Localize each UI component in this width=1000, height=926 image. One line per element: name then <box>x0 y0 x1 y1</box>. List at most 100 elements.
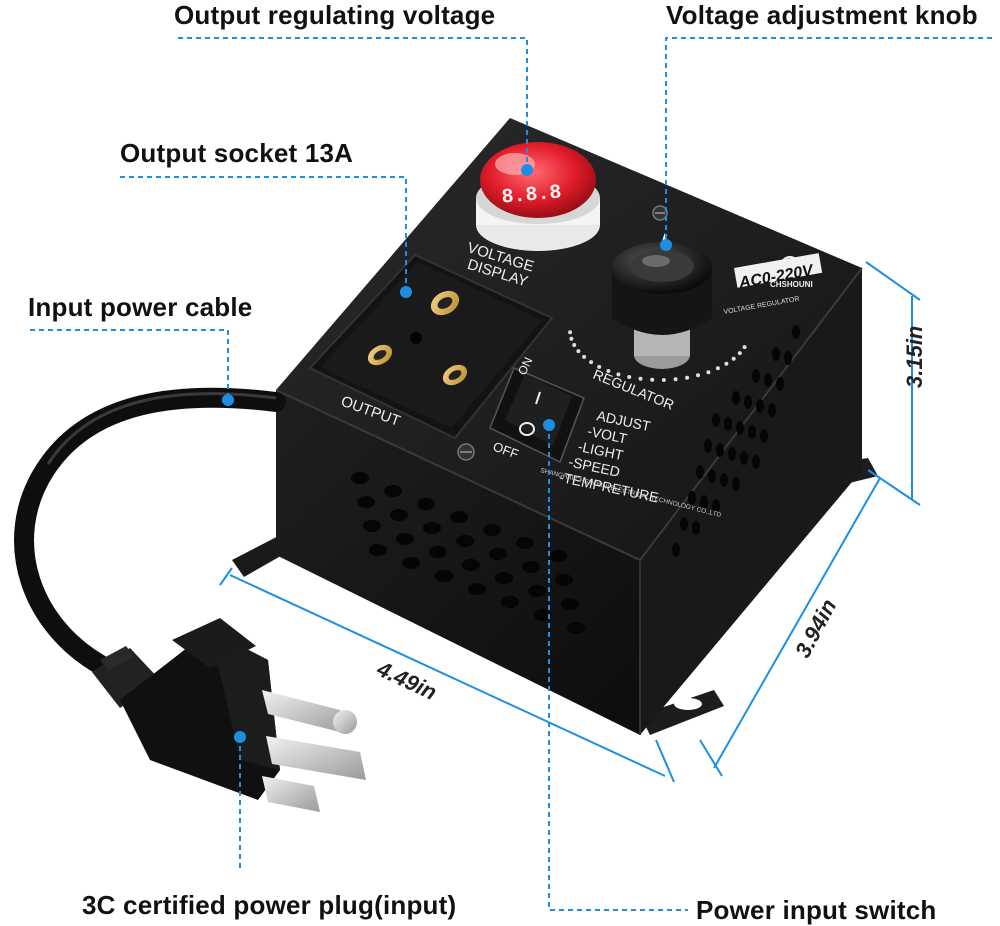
dial-tick <box>724 361 729 366</box>
callout-voltage-knob: Voltage adjustment knob <box>666 0 978 30</box>
vent-hole <box>752 455 760 469</box>
vent-hole <box>756 399 764 413</box>
vent-hole <box>764 373 772 387</box>
vent-hole <box>712 413 720 427</box>
callout-output-socket: Output socket 13A <box>120 138 354 168</box>
vent-hole <box>396 533 414 545</box>
vent-hole <box>704 439 712 453</box>
dial-tick <box>597 364 602 369</box>
vent-holes-front <box>351 472 585 634</box>
vent-hole <box>390 509 408 521</box>
display-reading: 8.8.8 <box>501 181 563 209</box>
vent-hole <box>456 535 474 547</box>
vent-hole <box>462 559 480 571</box>
power-plug <box>92 618 366 812</box>
dial-tick <box>589 360 594 365</box>
callout-power-switch: Power input switch <box>696 895 937 925</box>
vent-hole <box>429 546 447 558</box>
vent-hole <box>700 495 708 509</box>
dial-tick <box>685 375 690 380</box>
callout-leaders <box>30 37 992 911</box>
dimension-height: 3.15in <box>902 325 927 388</box>
vent-hole <box>784 351 792 365</box>
panel-screws <box>457 205 668 461</box>
switch-on-label: ON <box>515 355 535 377</box>
callout-power-plug: 3C certified power plug(input) <box>82 890 457 920</box>
dial-tick <box>568 330 573 335</box>
dial-tick <box>742 345 747 350</box>
vent-hole <box>696 465 704 479</box>
dimension-lines <box>219 261 921 783</box>
vent-hole <box>501 596 519 608</box>
vent-hole <box>384 485 402 497</box>
dial-tick <box>638 376 643 381</box>
vent-hole <box>357 496 375 508</box>
vent-hole <box>732 477 740 491</box>
vent-hole <box>369 544 387 556</box>
vent-hole <box>792 325 800 339</box>
vent-hole <box>688 491 696 505</box>
vent-hole <box>468 583 486 595</box>
callout-input-cable: Input power cable <box>28 292 253 322</box>
vent-hole <box>495 572 513 584</box>
dial-tick <box>737 351 742 356</box>
dial-tick <box>576 349 581 354</box>
vent-hole <box>712 499 720 513</box>
vent-hole <box>736 421 744 435</box>
vent-hole <box>724 417 732 431</box>
vent-hole <box>680 517 688 531</box>
vent-hole <box>772 347 780 361</box>
vent-hole <box>363 520 381 532</box>
callout-dots <box>222 164 672 743</box>
dial-tick <box>572 343 577 347</box>
vent-hole <box>692 521 700 535</box>
vent-holes-right <box>672 325 800 557</box>
power-input-switch[interactable] <box>489 367 585 464</box>
vent-hole <box>549 550 567 562</box>
dial-tick <box>661 378 666 382</box>
vent-hole <box>555 574 573 586</box>
vent-hole <box>748 425 756 439</box>
vent-hole <box>522 561 540 573</box>
dial-tick <box>650 377 655 382</box>
vent-hole <box>776 377 784 391</box>
vent-hole <box>534 609 552 621</box>
dial-tick <box>673 377 678 382</box>
vent-hole <box>716 443 724 457</box>
voltage-display: 8.8.8 <box>476 142 600 251</box>
vent-hole <box>450 511 468 523</box>
vent-hole <box>516 537 534 549</box>
callout-output-voltage: Output regulating voltage <box>174 0 496 30</box>
vent-hole <box>732 391 740 405</box>
vent-hole <box>561 598 579 610</box>
vent-hole <box>489 548 507 560</box>
vent-hole <box>720 473 728 487</box>
vent-hole <box>483 524 501 536</box>
dial-tick <box>715 366 720 371</box>
vent-hole <box>417 498 435 510</box>
voltage-adjustment-knob[interactable] <box>612 233 712 369</box>
output-socket <box>308 253 554 440</box>
dial-tick <box>569 336 574 341</box>
dial-tick <box>627 375 632 379</box>
vent-hole <box>768 403 776 417</box>
brand-name: CHSHOUNI <box>770 280 813 289</box>
vent-hole <box>760 429 768 443</box>
vent-hole <box>728 447 736 461</box>
dial-tick <box>706 370 711 375</box>
vent-hole <box>567 622 585 634</box>
vent-hole <box>708 469 716 483</box>
vent-hole <box>435 570 453 582</box>
adjust-list: ADJUST -VOLT -LIGHT -SPEED -TEMPRETURE <box>558 402 674 505</box>
vent-hole <box>740 451 748 465</box>
dial-tick <box>616 372 621 377</box>
vent-hole <box>752 369 760 383</box>
dial-tick <box>696 373 700 378</box>
dial-tick <box>731 356 736 361</box>
dial-tick <box>606 369 611 373</box>
regulator-dial-scale <box>568 330 747 382</box>
vent-hole <box>744 395 752 409</box>
input-power-cable <box>14 387 286 680</box>
vent-hole <box>672 543 680 557</box>
vent-hole <box>528 585 546 597</box>
